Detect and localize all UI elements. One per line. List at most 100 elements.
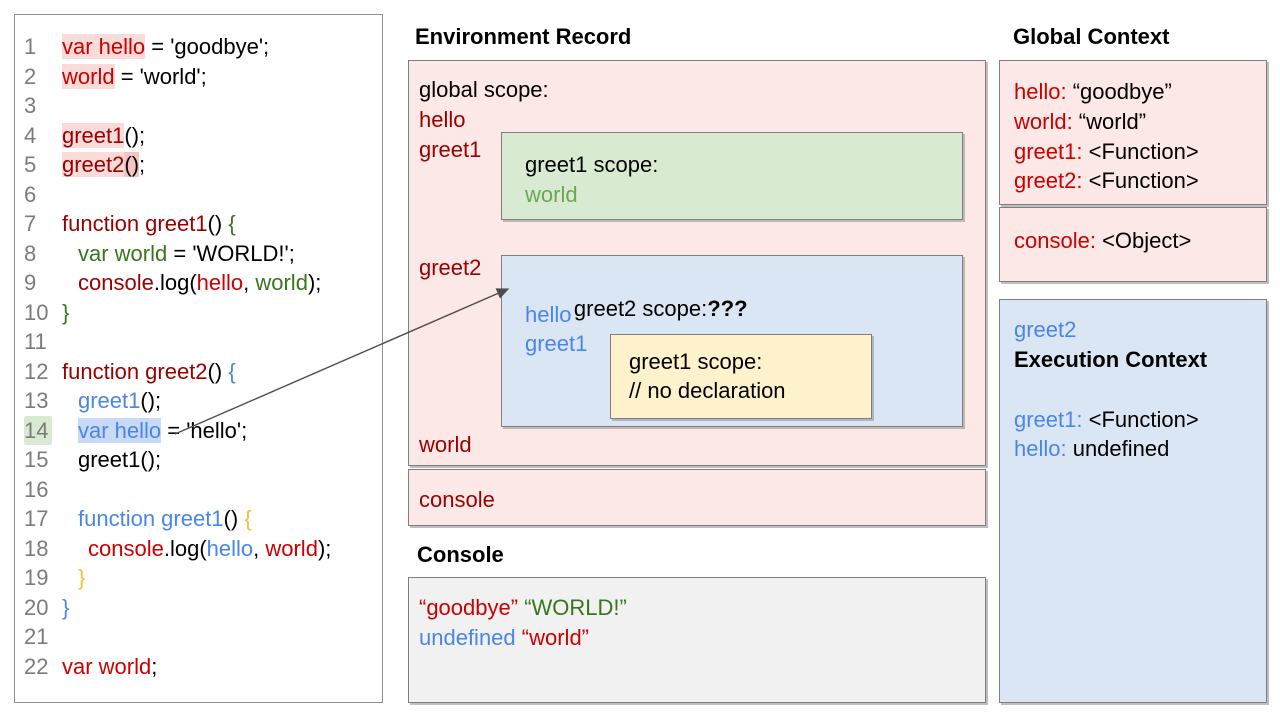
line-number: 14 — [24, 415, 52, 445]
greet2-scope-label: greet2 scope:??? — [573, 296, 748, 321]
context-entry-key: greet2: — [1014, 168, 1083, 194]
code-token: , — [253, 535, 266, 561]
line-number: 5 — [24, 152, 37, 177]
code-line-19: 19} — [15, 563, 382, 593]
code-line-11: 11 — [15, 327, 382, 357]
code-token: ); — [317, 535, 332, 561]
code-token: { — [244, 506, 252, 531]
line-number: 19 — [24, 565, 49, 590]
console-output-line: “goodbye” “WORLD!” — [419, 593, 985, 623]
global-context-box: hello: “goodbye”world: “world”greet1: <F… — [999, 60, 1267, 205]
code-token: () — [207, 211, 229, 236]
code-token: { — [228, 211, 236, 236]
context-entry: hello: undefined — [1014, 434, 1266, 464]
code-line-text: function greet2() { — [62, 359, 236, 384]
code-line-12: 12 function greet2() { — [15, 357, 382, 387]
code-token: console — [78, 270, 154, 295]
execution-context-entries: greet1: <Function>hello: undefined — [1014, 405, 1266, 465]
code-token: console — [88, 535, 164, 561]
execution-context-name: greet2 — [1014, 317, 1077, 342]
line-number: 10 — [24, 299, 49, 325]
context-entry-key: hello: — [1014, 436, 1067, 462]
greet2-scope-box: greet2 scope:??? hello greet1 greet1 sco… — [501, 255, 963, 427]
code-token: .log( — [163, 535, 207, 561]
code-line-text: console.log(hello, world); — [62, 270, 321, 295]
context-entry-value: <Function> — [1082, 406, 1199, 432]
line-number: 9 — [24, 270, 37, 295]
code-line-10: 10} — [15, 298, 382, 328]
code-token: world — [265, 535, 318, 561]
code-token: = 'hello'; — [161, 417, 248, 443]
line-number: 22 — [24, 653, 49, 679]
code-line-text: world = 'world'; — [62, 63, 207, 89]
console-title: Console — [417, 542, 504, 567]
code-token: greet1 — [78, 388, 141, 413]
code-token: (); — [124, 122, 146, 148]
global-context-console-box: console: <Object> — [999, 207, 1267, 282]
code-line-3: 3 — [15, 91, 382, 121]
greet2-scope-question: ??? — [707, 296, 748, 321]
code-token: } — [62, 594, 70, 620]
spacer — [1014, 375, 1266, 405]
execution-context-box: greet2 Execution Context greet1: <Functi… — [999, 299, 1267, 703]
code-token: = 'world'; — [114, 63, 207, 89]
code-token: ); — [307, 270, 322, 295]
code-line-14: 14 var hello = 'hello'; — [15, 415, 382, 445]
code-token: undefined — [419, 625, 516, 650]
line-number: 8 — [24, 240, 37, 266]
code-token: = 'goodbye'; — [145, 34, 270, 59]
code-token: “world” — [521, 625, 590, 650]
console-scope-box: console — [408, 469, 986, 526]
code-token: () — [124, 152, 140, 177]
code-line-16: 16 — [15, 475, 382, 505]
code-token: ; — [151, 653, 158, 679]
context-entry-key: greet1: — [1014, 406, 1083, 432]
context-entry-value: “world” — [1072, 108, 1147, 134]
code-token: function greet2 — [62, 358, 208, 384]
line-number: 17 — [24, 506, 49, 531]
code-token: var hello — [62, 34, 146, 59]
code-token: world — [62, 63, 115, 89]
global-scope-var-hello: hello — [419, 107, 466, 132]
context-entry-key: hello: — [1014, 79, 1067, 104]
global-scope-box: global scope: hello greet1 greet2 world … — [408, 60, 986, 466]
greet1-scope-var-world: world — [525, 182, 578, 207]
code-line-21: 21 — [15, 622, 382, 652]
code-token: function greet1 — [78, 506, 224, 531]
global-scope-var-greet1: greet1 — [419, 137, 482, 162]
code-line-8: 8 var world = 'WORLD!'; — [15, 239, 382, 269]
line-number: 3 — [24, 93, 37, 118]
code-line-text: var hello = 'goodbye'; — [62, 34, 269, 59]
console-scope-label: console — [419, 487, 495, 512]
line-number: 12 — [24, 358, 49, 384]
line-number: 11 — [24, 329, 47, 354]
context-entry-key: greet1: — [1014, 138, 1083, 164]
code-token: var hello — [78, 417, 162, 443]
code-line-17: 17 function greet1() { — [15, 504, 382, 534]
line-number: 20 — [24, 594, 49, 620]
greet2-scope-var-greet1: greet1 — [525, 331, 588, 356]
context-entry: world: “world” — [1014, 107, 1266, 137]
code-line-text: } — [62, 565, 85, 590]
console-output-line: undefined “world” — [419, 623, 985, 653]
context-entry: greet1: <Function> — [1014, 405, 1266, 435]
context-entry-value: <Function> — [1082, 168, 1199, 194]
code-token: ; — [139, 152, 146, 177]
code-line-text: } — [62, 300, 69, 325]
context-entry-value: <Function> — [1082, 138, 1199, 164]
code-line-text: var world = 'WORLD!'; — [62, 241, 295, 266]
code-token: () — [223, 506, 245, 531]
code-token: greet1 — [62, 122, 125, 148]
line-number: 16 — [24, 476, 49, 502]
